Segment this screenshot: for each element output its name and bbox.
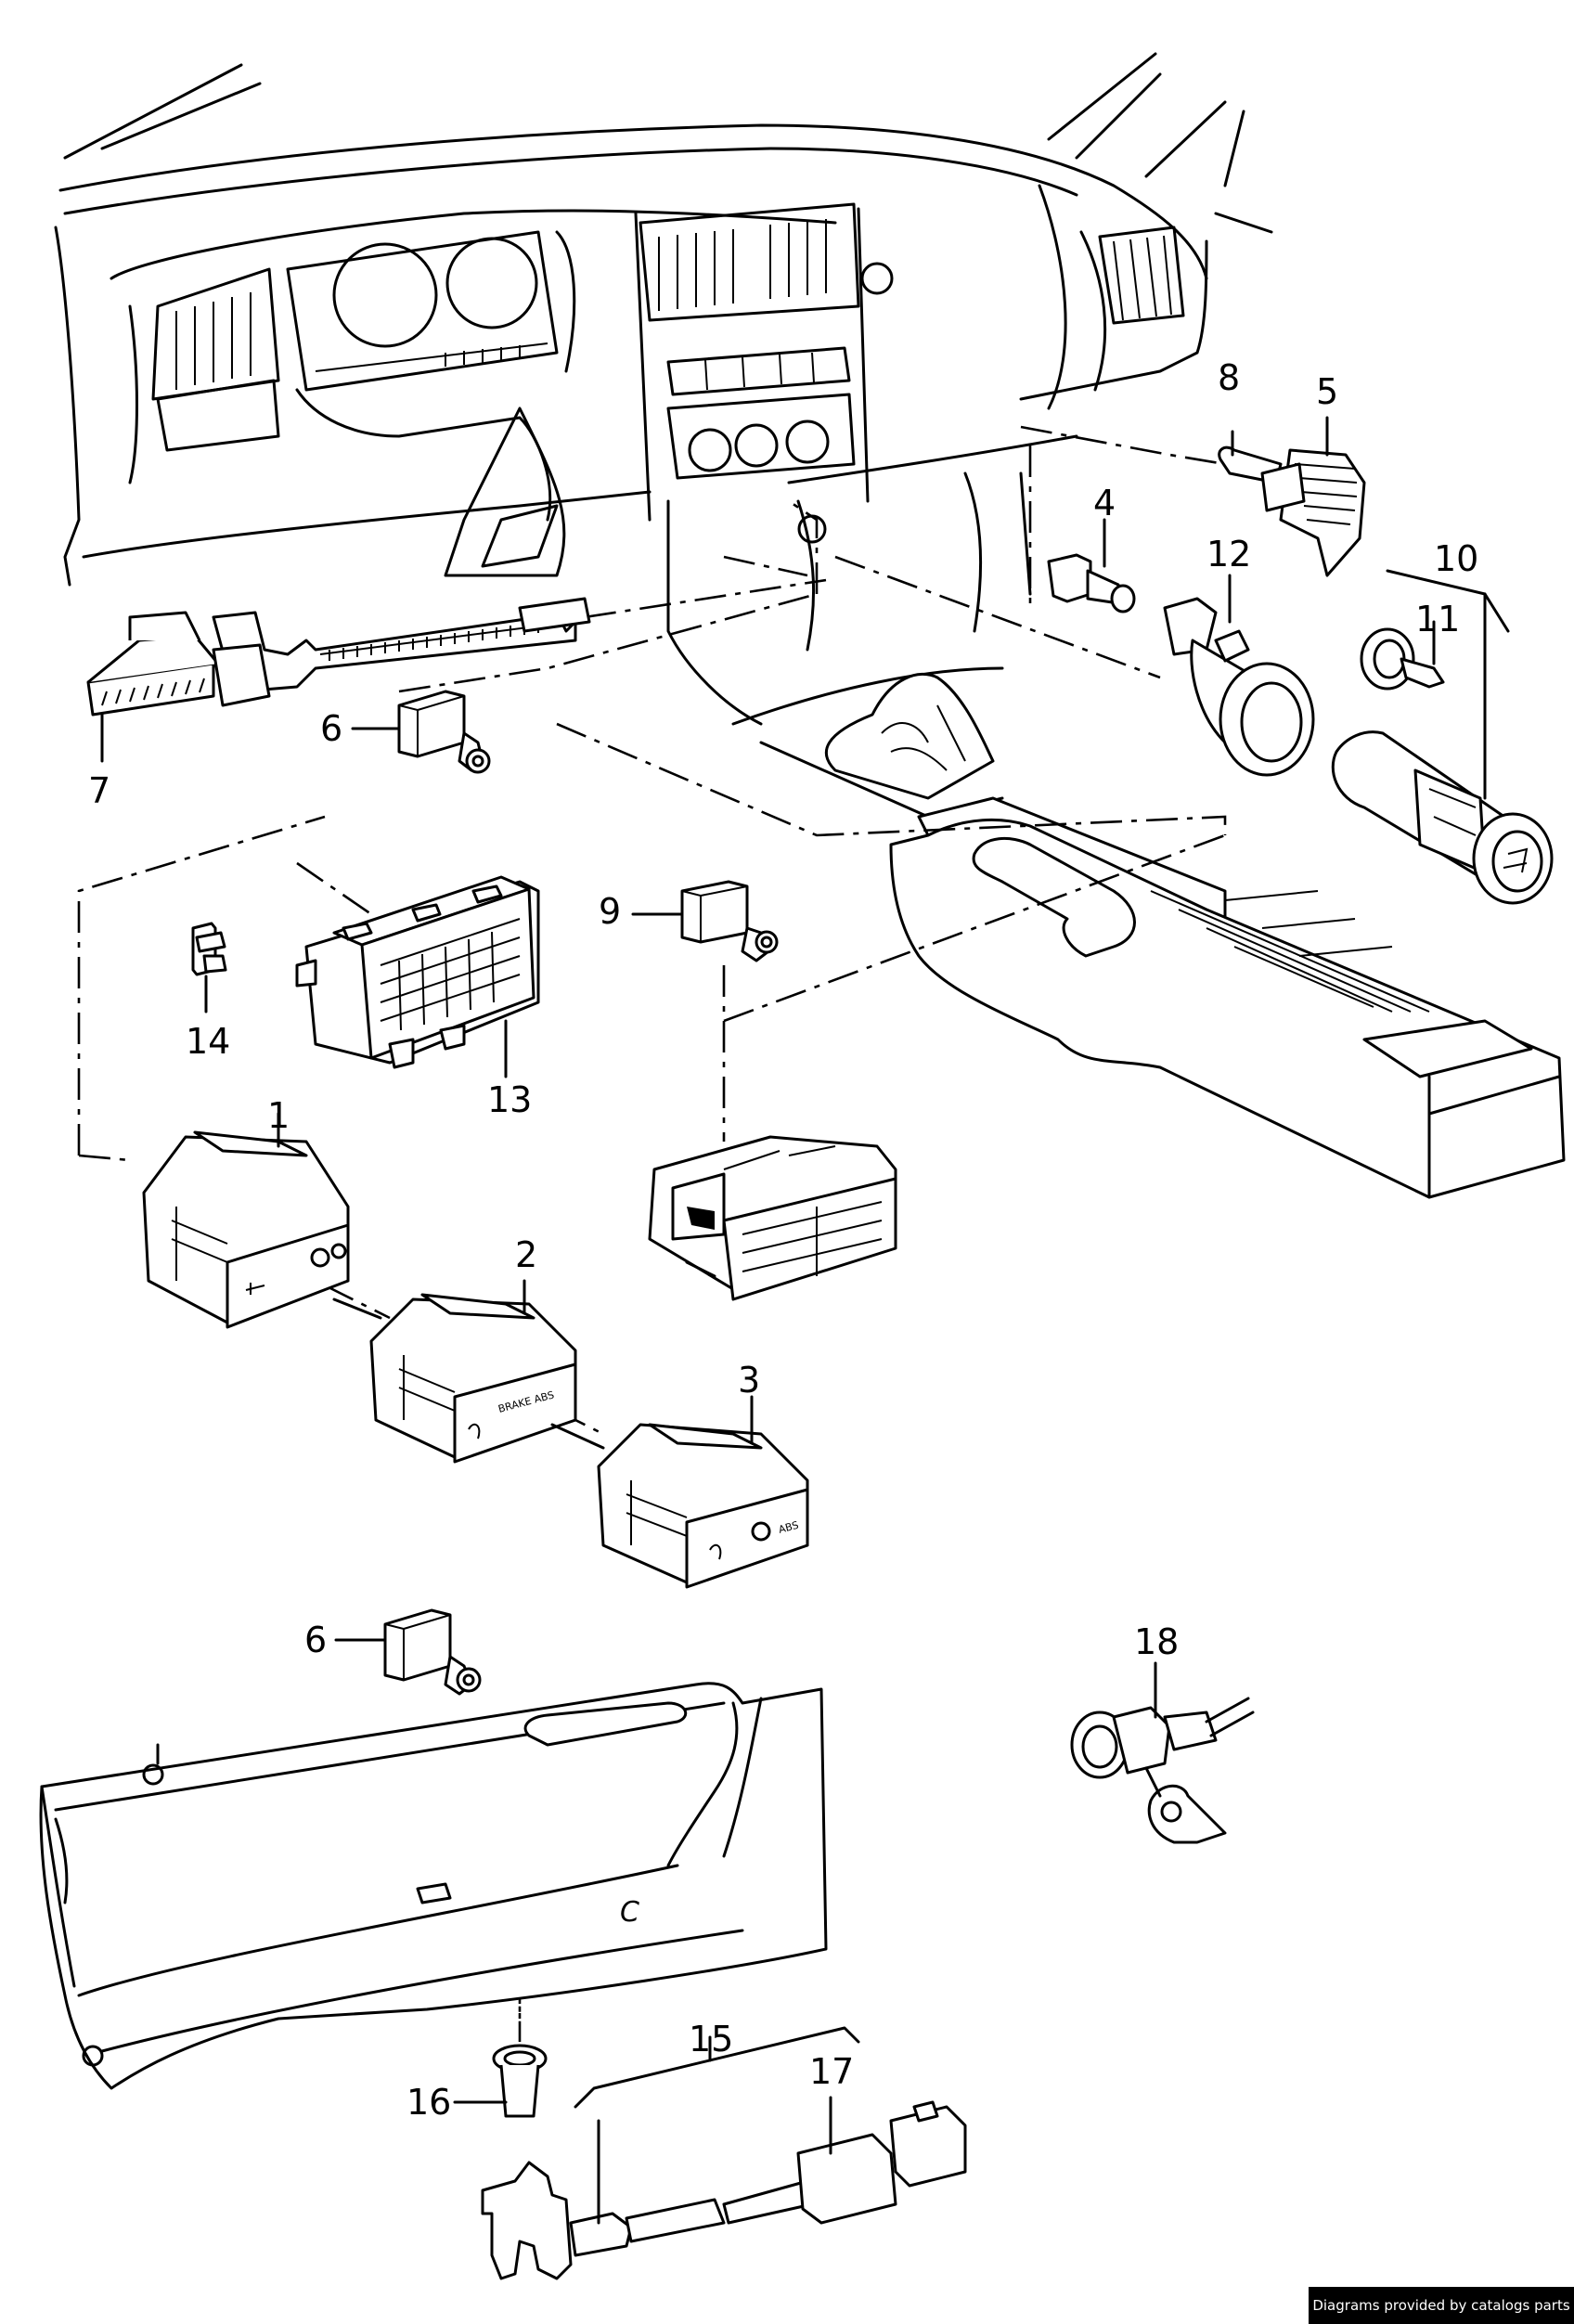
- callout-1: 1: [267, 1095, 290, 1136]
- part-12-socket-housing: [1163, 574, 1315, 777]
- part-3-switch: ABS: [597, 1395, 809, 1589]
- glovebox-panel: C: [39, 1682, 828, 2090]
- part-18-sensor: [1070, 1661, 1255, 1844]
- part-7-air-duct: [86, 597, 591, 763]
- part-1-switch: [142, 1112, 350, 1329]
- part-8-and-5-connector: [1218, 416, 1366, 577]
- callout-7: 7: [88, 770, 110, 811]
- callout-16: 16: [406, 2082, 451, 2123]
- callout-12: 12: [1206, 534, 1251, 575]
- callout-5: 5: [1316, 371, 1338, 412]
- part-6-switch-upper: [351, 690, 491, 774]
- callout-17: 17: [809, 2051, 854, 2092]
- part-13-relay-plate: [295, 875, 540, 1078]
- callout-18: 18: [1134, 1621, 1179, 1662]
- abs-label: ABS: [777, 1519, 799, 1536]
- callout-labels: 1 2 3 4 5 6 6 7 8 9 10 11 12 13 14 15 16…: [88, 357, 1478, 2123]
- part-9-switch: [631, 880, 779, 962]
- callout-8: 8: [1218, 357, 1240, 398]
- part-6-switch-lower: [334, 1608, 482, 1696]
- part-16-grommet: [453, 2044, 548, 2118]
- callout-3: 3: [738, 1360, 760, 1401]
- callout-9: 9: [599, 891, 621, 932]
- part-4-bulb-holder: [1047, 518, 1136, 613]
- part-10-cigarette-lighter: [1331, 569, 1554, 905]
- callout-15: 15: [689, 2019, 733, 2059]
- callout-11: 11: [1415, 599, 1460, 639]
- callout-6-upper: 6: [320, 708, 342, 749]
- diagram-credit: Diagrams provided by catalogs parts: [1309, 2287, 1574, 2324]
- center-console-drawing: [731, 666, 1566, 1199]
- storage-tray: [648, 1135, 897, 1301]
- part-14-clip: [191, 922, 227, 1014]
- dashboard-drawing: [54, 52, 1273, 726]
- callout-6-lower: 6: [304, 1620, 327, 1660]
- glovebox-mark-c: C: [620, 1896, 639, 1929]
- callout-10: 10: [1434, 538, 1478, 579]
- callout-13: 13: [487, 1079, 532, 1120]
- switch-chain-lines: [332, 1298, 605, 1450]
- callout-2: 2: [515, 1234, 537, 1275]
- part-2-switch: BRAKE ABS: [369, 1279, 577, 1464]
- callout-4: 4: [1093, 483, 1116, 523]
- part-15-cable-harness: [481, 2026, 967, 2280]
- callout-14: 14: [186, 1021, 230, 1062]
